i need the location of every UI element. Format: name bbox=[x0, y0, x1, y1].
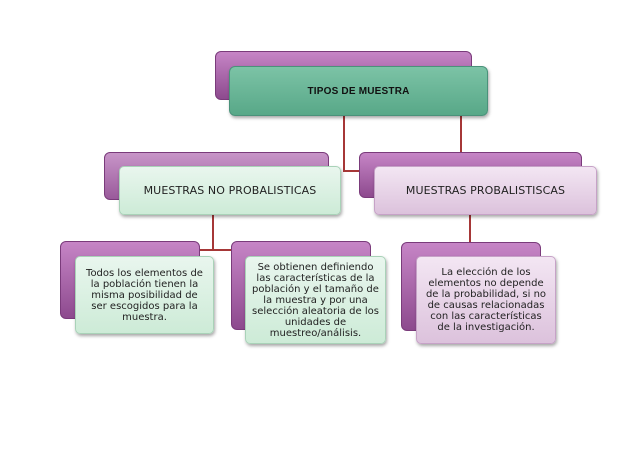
branch-no-probabilisticas-label: MUESTRAS NO PROBALISTICAS bbox=[143, 184, 317, 197]
child-prob-1-text: La elección de los elementos no depende … bbox=[425, 267, 547, 333]
root-node-label: TIPOS DE MUESTRA bbox=[307, 85, 410, 97]
child-no-prob-2-text: Se obtienen definiendo las característic… bbox=[252, 261, 379, 339]
child-no-prob-1-text: Todos los elementos de la población tien… bbox=[86, 267, 203, 323]
root-node: TIPOS DE MUESTRA bbox=[229, 66, 488, 116]
branch-probabilisticas-label: MUESTRAS PROBALISTISCAS bbox=[405, 184, 566, 197]
child-no-prob-2: Se obtienen definiendo las característic… bbox=[245, 256, 386, 344]
branch-probabilisticas: MUESTRAS PROBALISTISCAS bbox=[374, 166, 597, 215]
branch-no-probabilisticas: MUESTRAS NO PROBALISTICAS bbox=[119, 166, 341, 215]
child-prob-1: La elección de los elementos no depende … bbox=[416, 256, 556, 344]
child-no-prob-1: Todos los elementos de la población tien… bbox=[75, 256, 214, 334]
